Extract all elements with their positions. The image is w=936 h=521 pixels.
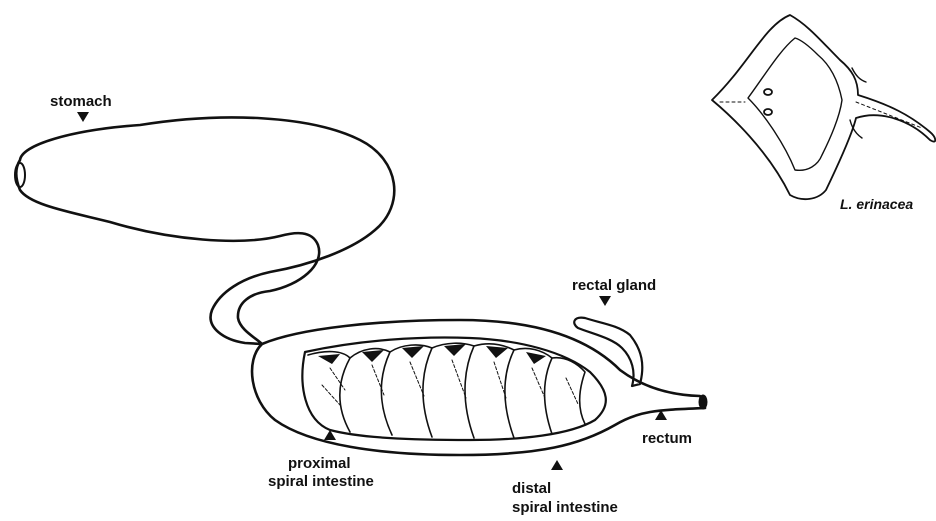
- rectal-gland-label: rectal gland: [572, 277, 656, 294]
- distal-pointer-icon: [551, 460, 563, 470]
- rectum-pointer-icon: [655, 410, 667, 420]
- proximal-label-line1: proximal: [288, 455, 351, 472]
- rectal-gland-pointer-icon: [599, 296, 611, 306]
- proximal-pointer-icon: [324, 430, 336, 440]
- rectum-label: rectum: [642, 430, 692, 447]
- stomach-pointer-icon: [77, 112, 89, 122]
- species-label: L. erinacea: [840, 196, 913, 213]
- stomach-label: stomach: [50, 93, 112, 110]
- proximal-label-line2: spiral intestine: [268, 473, 374, 490]
- distal-label-line1: distal: [512, 480, 551, 497]
- rectum-opening: [699, 395, 707, 409]
- stomach-outline: [16, 117, 394, 344]
- intestine-outer-wall: [252, 320, 705, 455]
- skate-illustration: [712, 15, 935, 199]
- distal-label-line2: spiral intestine: [512, 499, 618, 516]
